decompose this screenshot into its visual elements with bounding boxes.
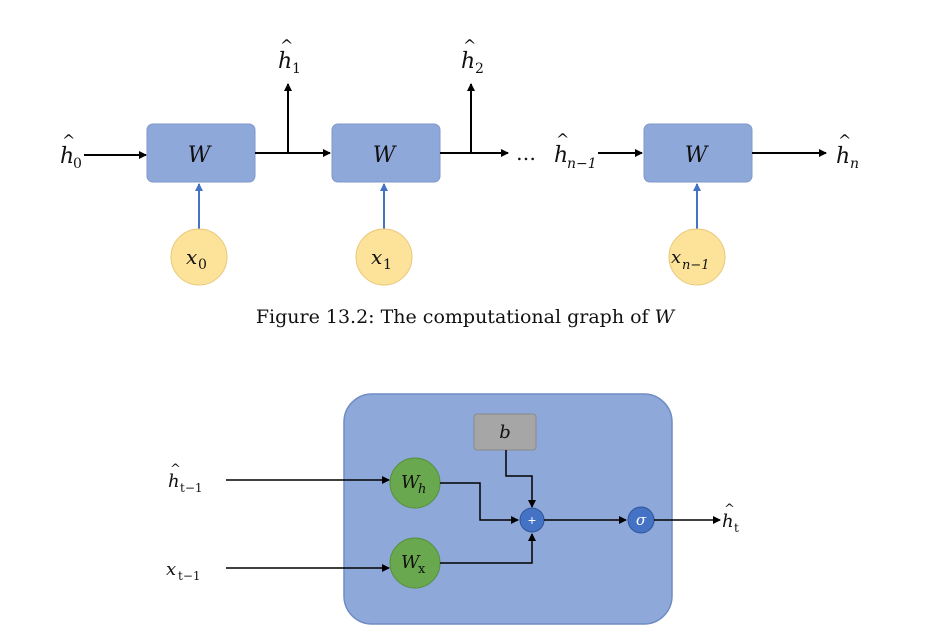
plus-label: +	[528, 512, 536, 528]
bias-label: b	[499, 422, 511, 443]
caption-variable: W	[654, 306, 675, 328]
svg-text:^: ^	[463, 36, 476, 55]
weight-wx-label: W	[401, 552, 421, 573]
label-xt-1: x t−1	[166, 559, 201, 583]
svg-text:2: 2	[475, 61, 484, 77]
svg-text:h: h	[60, 144, 74, 169]
input-xn-1-label: x	[671, 247, 681, 268]
cell-w-2-label: W	[373, 143, 398, 168]
svg-text:^: ^	[62, 131, 75, 150]
svg-text:n−1: n−1	[567, 156, 597, 172]
label-hn-1: h ^ n−1	[554, 130, 597, 172]
svg-text:h: h	[722, 511, 734, 532]
input-x0-label: x	[186, 245, 197, 269]
svg-text:h: h	[168, 471, 180, 492]
input-x1-label: x	[371, 245, 382, 269]
svg-text:^: ^	[556, 130, 569, 149]
svg-text:1: 1	[292, 61, 301, 77]
svg-text:t: t	[734, 521, 739, 535]
input-xn-1-sub: n−1	[682, 258, 710, 273]
svg-text:^: ^	[838, 131, 851, 150]
arrow-wh-to-plus	[440, 482, 519, 524]
cell-w-1-label: W	[188, 143, 213, 168]
svg-text:^: ^	[170, 462, 181, 477]
label-h2: h ^ 2	[461, 36, 484, 77]
svg-text:h: h	[554, 143, 568, 168]
input-x1-sub: 1	[383, 257, 392, 273]
svg-text:h: h	[836, 144, 850, 169]
svg-text:x: x	[166, 559, 176, 580]
label-h0: h ^ 0	[60, 131, 82, 172]
input-x0-node	[170, 228, 228, 286]
input-x1-node	[355, 228, 413, 286]
cell-w-3-label: W	[685, 143, 710, 168]
weight-wh-sub: h	[418, 482, 426, 497]
weight-wh-label: W	[401, 472, 421, 493]
label-hn: h ^ n	[836, 131, 859, 172]
sigma-label: σ	[636, 511, 647, 529]
svg-text:t−1: t−1	[178, 569, 201, 583]
svg-text:h: h	[278, 49, 292, 74]
arrow-bias-to-plus	[505, 450, 536, 508]
svg-text:^: ^	[724, 502, 735, 517]
arrow-wx-to-plus	[440, 533, 536, 564]
svg-text:0: 0	[73, 156, 82, 172]
bias-box	[473, 413, 537, 451]
svg-text:h: h	[461, 49, 475, 74]
figure-caption: Figure 13.2: The computational graph of …	[0, 306, 930, 328]
svg-text:^: ^	[280, 36, 293, 55]
label-h1: h ^ 1	[278, 36, 301, 77]
input-xn-1-node	[668, 228, 726, 286]
label-ht: h ^ t	[722, 502, 739, 535]
svg-text:t−1: t−1	[180, 481, 203, 495]
label-ht-1: h ^ t−1	[168, 462, 203, 495]
caption-text: Figure 13.2: The computational graph of	[255, 306, 655, 328]
ellipsis: …	[516, 141, 536, 165]
weight-wx-sub: x	[418, 562, 426, 577]
svg-text:n: n	[850, 156, 859, 172]
input-x0-sub: 0	[198, 257, 207, 273]
